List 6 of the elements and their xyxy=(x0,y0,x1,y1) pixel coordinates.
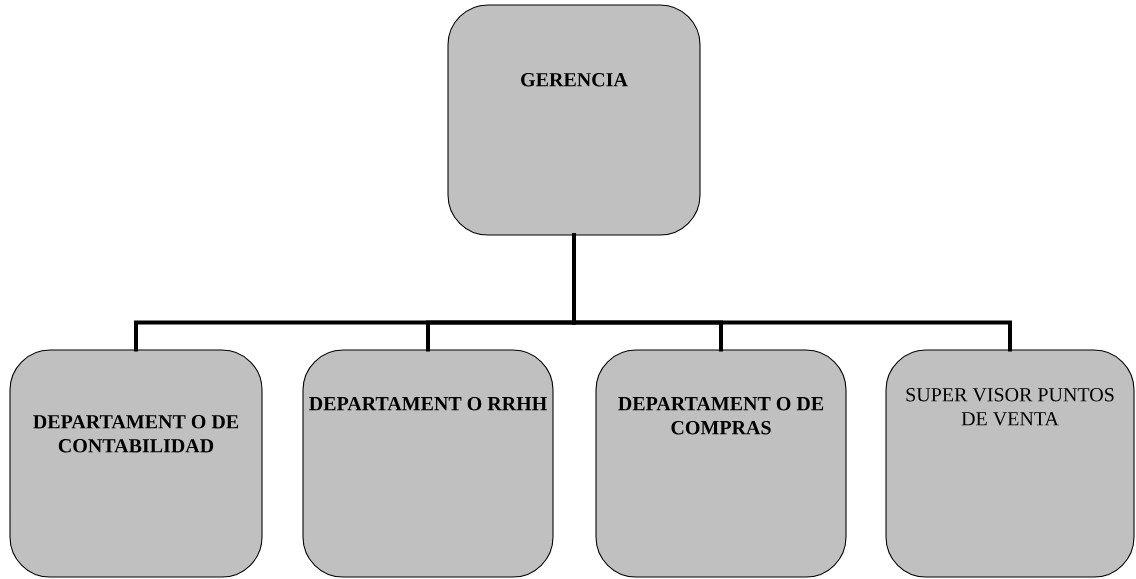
org-box: SUPER VISOR PUNTOS DE VENTA xyxy=(885,349,1135,578)
org-box: GERENCIA xyxy=(447,4,701,236)
org-box: DEPARTAMENT O DE CONTABILIDAD xyxy=(9,349,263,578)
org-box: DEPARTAMENT O RRHH xyxy=(302,349,554,578)
org-box: DEPARTAMENT O DE COMPRAS xyxy=(595,349,847,578)
connector-line xyxy=(572,233,1012,352)
